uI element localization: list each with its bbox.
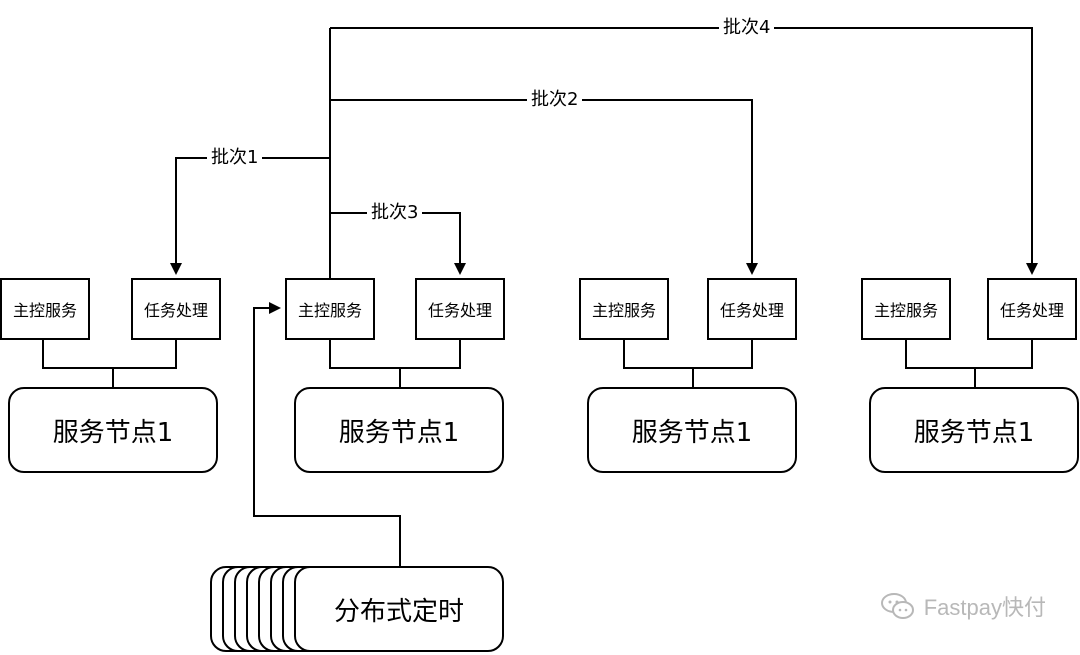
cluster4-control-service-label: 主控服务: [873, 301, 938, 320]
cluster2-task-processing-label: 任务处理: [427, 301, 492, 320]
cluster2-task-processing-box: 任务处理: [415, 278, 505, 340]
cluster3-task-processing-box: 任务处理: [707, 278, 797, 340]
cluster2-control-service-label: 主控服务: [297, 301, 362, 320]
batch3-label: 批次3: [367, 202, 423, 224]
cluster2-service-node-label: 服务节点1: [338, 417, 460, 448]
cluster4-service-node-box: 服务节点1: [869, 387, 1079, 473]
cluster2-connector: [329, 340, 461, 369]
batch1-arrow: [170, 157, 330, 275]
batch4-label: 批次4: [719, 17, 775, 39]
timer-trigger-arrow: [253, 302, 401, 566]
cluster1-service-node-box: 服务节点1: [8, 387, 218, 473]
cluster1-task-processing-box: 任务处理: [131, 278, 221, 340]
watermark: Fastpay快付: [880, 590, 1046, 622]
cluster2-control-service-box: 主控服务: [285, 278, 375, 340]
cluster3-task-processing-label: 任务处理: [719, 301, 784, 320]
distributed-timer-box: 分布式定时: [294, 566, 504, 652]
cluster4-connector: [905, 340, 1033, 369]
cluster3-connector: [623, 340, 753, 369]
cluster3-service-node-box: 服务节点1: [587, 387, 797, 473]
cluster1-control-service-box: 主控服务: [0, 278, 90, 340]
cluster3-service-node-label: 服务节点1: [631, 417, 753, 448]
cluster1-service-node-label: 服务节点1: [52, 417, 174, 448]
cluster4-task-processing-box: 任务处理: [987, 278, 1077, 340]
cluster1-task-processing-label: 任务处理: [143, 301, 208, 320]
batch2-label: 批次2: [527, 89, 583, 111]
wechat-icon: [880, 593, 914, 619]
batch1-label: 批次1: [207, 147, 263, 169]
cluster1-control-service-label: 主控服务: [12, 301, 77, 320]
watermark-text: Fastpay快付: [923, 595, 1046, 620]
cluster1-connector: [42, 340, 177, 369]
distributed-timer-stack: 分布式定时: [210, 566, 506, 655]
batch4-arrow: [330, 27, 1038, 275]
cluster4-task-processing-label: 任务处理: [999, 301, 1064, 320]
cluster4-service-node-label: 服务节点1: [913, 417, 1035, 448]
batch2-arrow: [330, 99, 758, 275]
distributed-timer-label: 分布式定时: [333, 596, 464, 627]
cluster4-control-service-box: 主控服务: [861, 278, 951, 340]
cluster2-service-node-box: 服务节点1: [294, 387, 504, 473]
cluster3-control-service-box: 主控服务: [579, 278, 669, 340]
cluster3-control-service-label: 主控服务: [591, 301, 656, 320]
